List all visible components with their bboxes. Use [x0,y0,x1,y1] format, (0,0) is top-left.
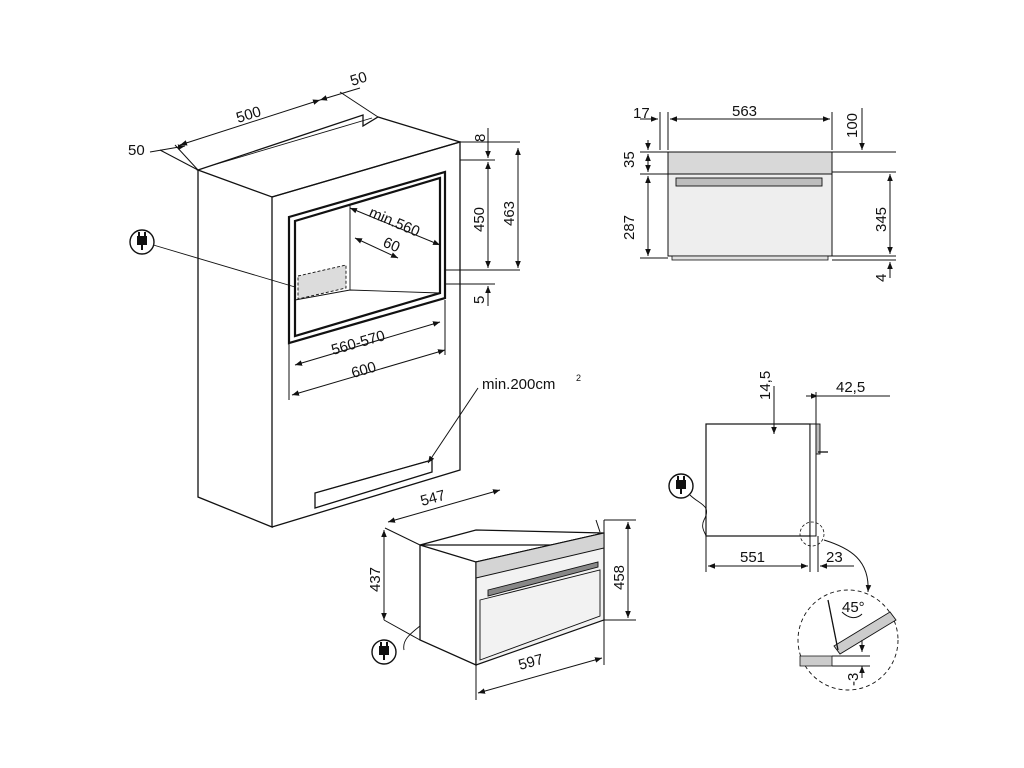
dim-left-margin: 17 [633,105,650,122]
dim-door-depth: 23 [826,549,843,566]
plug-icon-side [668,473,694,499]
dim-niche-inner: 60 [380,234,402,256]
oven-side-body [705,423,811,537]
dim-step: -3 [845,673,862,686]
dim-depth: 547 [419,487,448,510]
cabinet-side [197,170,273,528]
front-view: 17 563 100 35 287 345 4 [621,103,896,282]
side-view: 14,5 42,5 551 23 45° -3 [668,371,899,691]
dim-top-depth: 500 [234,103,263,127]
dim-top-right: 50 [348,69,369,90]
dim-gap-top: 8 [472,134,489,142]
plug-icon-oven [371,639,397,665]
oven-left-side [419,545,477,667]
cabinet-view: 50 500 50 8 450 463 5 min.560 60 560-570… [128,69,581,528]
niche-frame [287,170,447,345]
dim-body-height: 345 [873,207,890,232]
dim-door-height: 287 [621,215,638,240]
control-panel [667,151,833,175]
dim-niche-depth-min: min.560 [366,204,422,241]
dim-door-top: 35 [621,151,638,168]
vent-area-sup: 2 [576,373,581,383]
cabinet-front [271,141,461,528]
dim-niche-width: 560-570 [329,327,387,359]
plug-icon [129,229,155,255]
oven-door [667,173,833,257]
dim-total-height: 463 [501,201,518,226]
dim-gap-bottom: 5 [471,296,488,304]
dim-niche-height: 450 [471,207,488,232]
dim-top-left: 50 [128,142,145,159]
oven-handle [487,561,599,597]
dim-top-offset: 14,5 [757,371,774,400]
socket-area [297,264,347,300]
angle: 45° [842,599,865,616]
dim-body-depth: 551 [740,549,765,566]
dim-body-height: 437 [367,567,384,592]
dim-front-depth: 42,5 [836,379,865,396]
dim-width: 597 [517,651,546,674]
dim-front-height: 458 [611,565,628,590]
dim-cabinet-width: 600 [349,359,378,382]
dim-top-right: 100 [844,113,861,138]
vent-area: min.200cm [482,376,555,393]
oven-view: 547 437 458 597 [367,487,636,700]
door-handle [675,177,823,187]
dim-panel-width: 563 [732,103,757,120]
oven-panel [475,532,605,579]
dim-bottom-gap: 4 [873,274,890,282]
